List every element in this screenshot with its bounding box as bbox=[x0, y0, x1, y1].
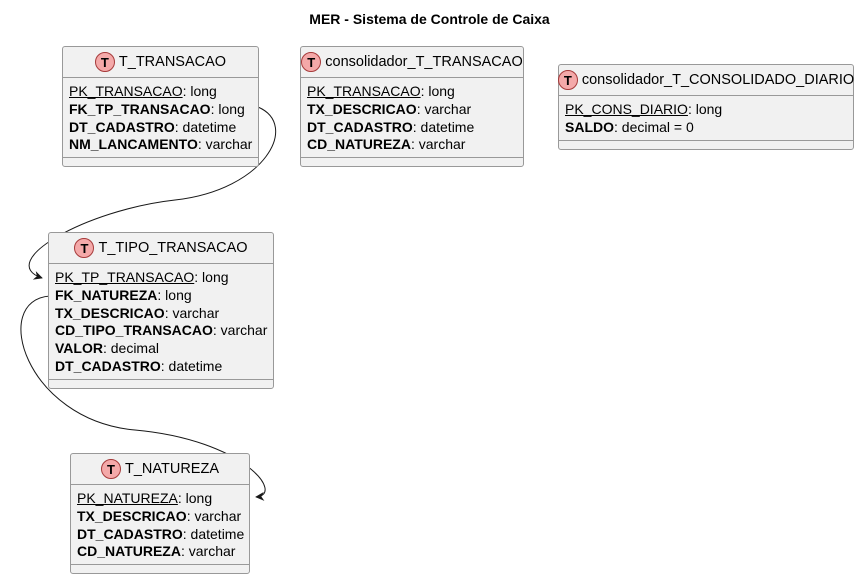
field-name: TX_DESCRICAO bbox=[77, 507, 187, 524]
field-type: : long bbox=[210, 100, 245, 117]
field-type: : varchar bbox=[416, 100, 472, 117]
field-type: : varchar bbox=[186, 507, 242, 524]
primary-key-name: PK_TP_TRANSACAO bbox=[55, 269, 195, 285]
field-type: : datetime bbox=[182, 525, 245, 542]
field-type: : decimal bbox=[102, 340, 159, 357]
entity-field: PK_NATUREZA: long bbox=[77, 490, 243, 508]
primary-key-name: PK_CONS_DIARIO bbox=[565, 101, 688, 117]
entity-field: DT_CADASTRO: datetime bbox=[307, 119, 517, 137]
entity-methods-section bbox=[301, 157, 523, 166]
entity-field: PK_CONS_DIARIO: long bbox=[565, 101, 847, 119]
entity-field: CD_NATUREZA: varchar bbox=[307, 136, 517, 154]
table-entity-icon: T bbox=[557, 70, 578, 90]
entity-field: DT_CADASTRO: datetime bbox=[77, 525, 245, 544]
field-type: : varchar bbox=[212, 322, 268, 339]
field-type: : datetime bbox=[412, 118, 475, 135]
entity-name: consolidador_T_CONSOLIDADO_DIARIO bbox=[581, 72, 855, 88]
field-name: TX_DESCRICAO bbox=[307, 100, 417, 117]
entity-field: FK_NATUREZA: long bbox=[55, 287, 267, 305]
field-type: : datetime bbox=[160, 357, 223, 374]
field-type: : long bbox=[687, 101, 723, 117]
entity-field: CD_NATUREZA: varchar bbox=[77, 543, 243, 561]
entity-field: SALDO: decimal = 0 bbox=[565, 119, 847, 137]
entity-methods-section bbox=[49, 378, 273, 388]
entity-field: PK_TP_TRANSACAO: long bbox=[55, 269, 267, 287]
entity-field: FK_TP_TRANSACAO: long bbox=[69, 101, 252, 119]
entity-name: T_TRANSACAO bbox=[118, 54, 227, 70]
entity-field: TX_DESCRICAO: varchar bbox=[77, 508, 243, 526]
field-type: : datetime bbox=[174, 118, 237, 135]
field-name: DT_CADASTRO bbox=[307, 118, 413, 135]
entity-field: PK_TRANSACAO: long bbox=[307, 83, 517, 101]
field-type: : varchar bbox=[410, 136, 466, 153]
entity-name: consolidador_T_TRANSACAO bbox=[325, 54, 523, 70]
field-name: CD_NATUREZA bbox=[307, 136, 411, 153]
link-tipo-transacao-to-natureza bbox=[20, 295, 266, 501]
link-transacao-to-tipo-transacao bbox=[28, 106, 277, 280]
entity-name: T_TIPO_TRANSACAO bbox=[98, 240, 248, 256]
field-type: : varchar bbox=[197, 136, 253, 153]
field-type: : varchar bbox=[180, 543, 236, 560]
field-type: : long bbox=[420, 83, 455, 99]
diagram-title: MER - Sistema de Controle de Caixa bbox=[309, 11, 550, 27]
field-name: DT_CADASTRO bbox=[77, 525, 183, 542]
field-name: NM_LANCAMENTO bbox=[69, 136, 198, 153]
table-entity-icon: T bbox=[101, 459, 121, 479]
field-type: : decimal = 0 bbox=[614, 118, 694, 135]
field-name: FK_TP_TRANSACAO bbox=[69, 100, 211, 117]
entity-field: VALOR: decimal bbox=[55, 340, 267, 358]
primary-key-name: PK_TRANSACAO bbox=[69, 83, 183, 99]
entity-methods-section bbox=[559, 139, 853, 149]
entity-field: PK_TRANSACAO: long bbox=[69, 83, 252, 101]
field-type: : varchar bbox=[164, 304, 220, 321]
entity-name: T_NATUREZA bbox=[125, 461, 219, 477]
entity-field: CD_TIPO_TRANSACAO: varchar bbox=[55, 322, 267, 340]
field-name: CD_NATUREZA bbox=[77, 543, 181, 560]
entity-field: DT_CADASTRO: datetime bbox=[69, 119, 252, 137]
field-name: CD_TIPO_TRANSACAO bbox=[55, 322, 213, 339]
entity-methods-section bbox=[63, 157, 258, 166]
entity-field: TX_DESCRICAO: varchar bbox=[307, 101, 517, 119]
table-entity-icon: T bbox=[94, 52, 115, 72]
field-type: : long bbox=[157, 286, 192, 303]
field-type: : long bbox=[177, 490, 213, 506]
entity-field: DT_CADASTRO: datetime bbox=[55, 358, 267, 376]
primary-key-name: PK_TRANSACAO bbox=[307, 83, 421, 99]
table-entity-icon: T bbox=[74, 238, 95, 258]
field-name: TX_DESCRICAO bbox=[55, 304, 165, 321]
entity-methods-section bbox=[71, 564, 249, 573]
field-type: : long bbox=[194, 269, 229, 285]
entity-field: TX_DESCRICAO: varchar bbox=[55, 305, 267, 323]
field-name: DT_CADASTRO bbox=[69, 118, 175, 135]
primary-key-name: PK_NATUREZA bbox=[77, 490, 178, 506]
field-name: FK_NATUREZA bbox=[55, 286, 158, 303]
field-name: SALDO bbox=[565, 118, 614, 135]
field-type: : long bbox=[182, 83, 217, 99]
field-name: DT_CADASTRO bbox=[55, 357, 161, 374]
table-entity-icon: T bbox=[301, 52, 322, 72]
field-name: VALOR bbox=[55, 340, 103, 357]
entity-field: NM_LANCAMENTO: varchar bbox=[69, 136, 252, 154]
